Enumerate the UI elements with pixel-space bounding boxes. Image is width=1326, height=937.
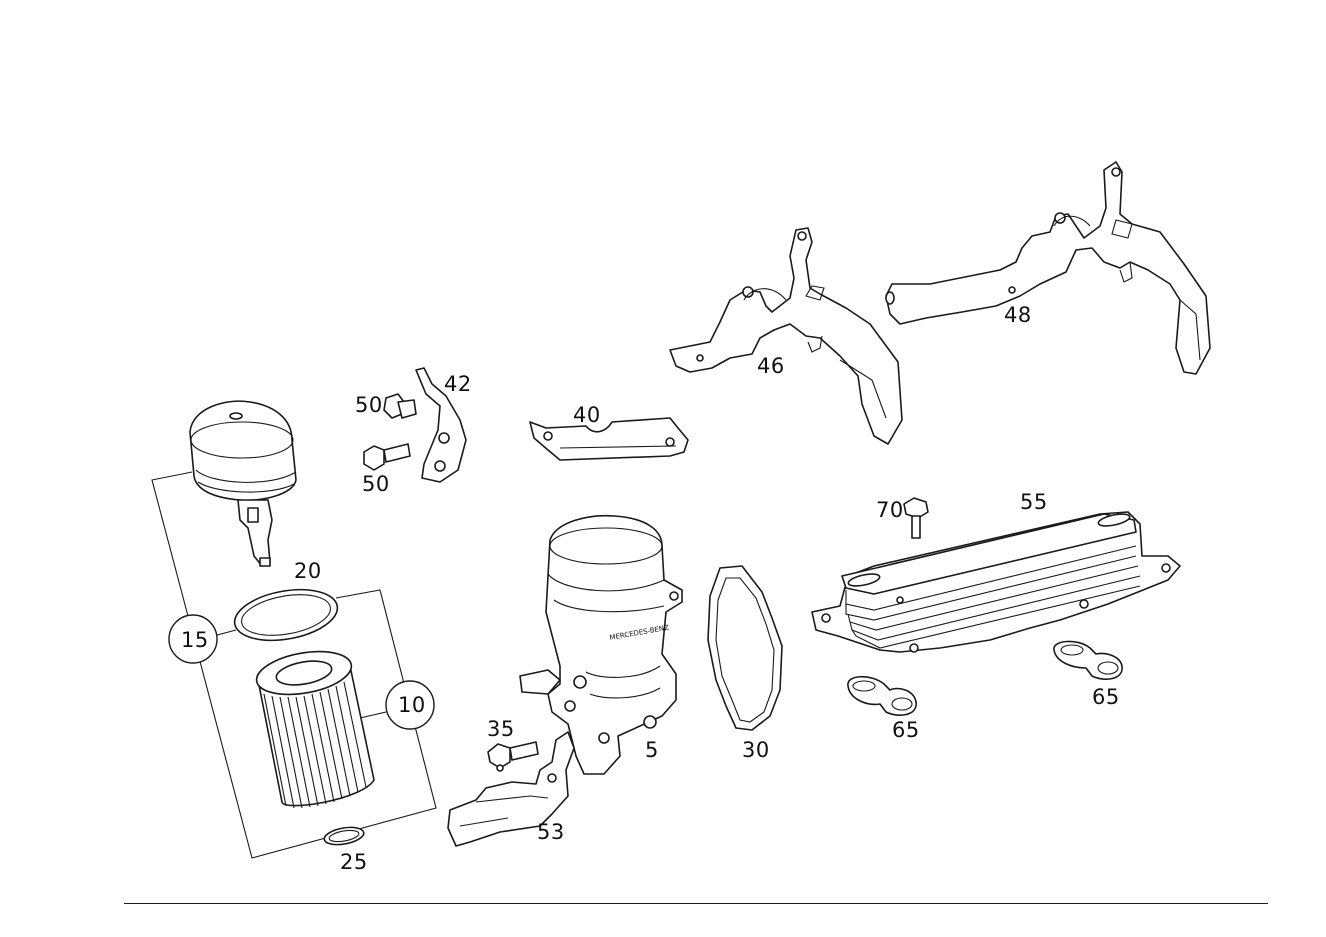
bolt-50-upper — [383, 393, 417, 419]
callout-46: 46 — [757, 354, 785, 378]
o-ring-25 — [323, 826, 365, 846]
callout-labels: 5 10 15 20 25 30 35 40 42 46 48 50 50 53… — [181, 303, 1120, 874]
bracket-53 — [447, 731, 575, 847]
callout-53: 53 — [537, 820, 565, 844]
callout-5: 5 — [645, 738, 659, 762]
callout-55: 55 — [1020, 490, 1048, 514]
callout-65-right: 65 — [1092, 685, 1120, 709]
bolt-35 — [487, 741, 539, 769]
bolt-50-lower — [363, 443, 411, 471]
oil-filter-element — [255, 650, 375, 809]
bracket-46 — [669, 227, 903, 445]
oil-filter-cap — [189, 400, 297, 567]
o-ring-20 — [233, 588, 339, 642]
callout-circle-10 — [385, 680, 435, 730]
seal-65-left — [847, 675, 917, 716]
seal-65-right — [1053, 640, 1123, 680]
gasket-30 — [707, 565, 783, 731]
bracket-42 — [415, 367, 467, 483]
callout-40: 40 — [573, 403, 601, 427]
filter-assembly-group — [151, 400, 437, 859]
bottom-divider — [124, 903, 1268, 904]
callout-42: 42 — [444, 372, 472, 396]
callout-50-lower: 50 — [362, 472, 390, 496]
oil-filter-housing: MERCEDES-BENZ — [519, 514, 683, 775]
bracket-40 — [529, 417, 689, 461]
callout-circle-15 — [168, 614, 218, 664]
callout-48: 48 — [1004, 303, 1032, 327]
callout-30: 30 — [742, 738, 770, 762]
callout-50-upper: 50 — [355, 393, 383, 417]
callout-20: 20 — [294, 559, 322, 583]
callout-70: 70 — [876, 498, 904, 522]
callout-15: 15 — [181, 628, 209, 652]
bolt-70 — [903, 497, 929, 539]
bracket-48 — [885, 161, 1211, 375]
callout-10: 10 — [398, 693, 426, 717]
callout-25: 25 — [340, 850, 368, 874]
callout-35: 35 — [487, 717, 515, 741]
oil-cooler — [811, 511, 1181, 653]
callout-65-left: 65 — [892, 718, 920, 742]
